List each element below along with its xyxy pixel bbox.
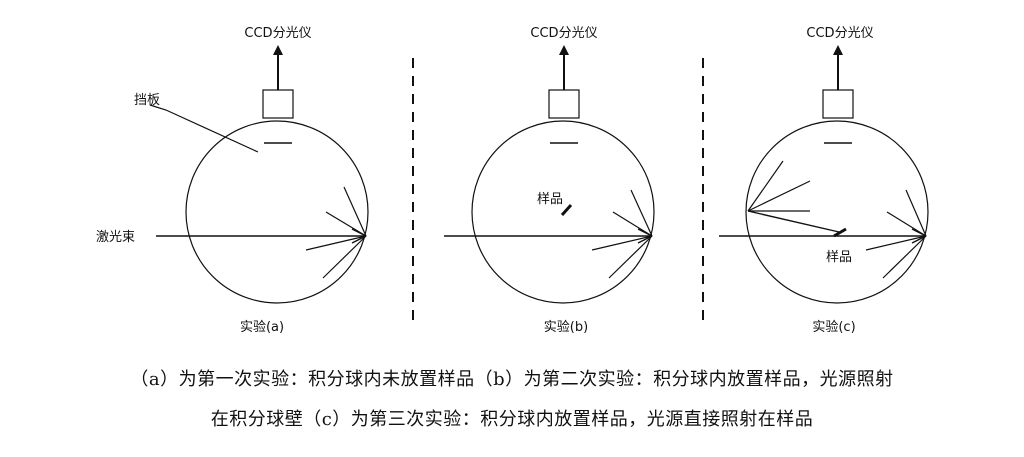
integrating-sphere — [745, 120, 929, 304]
panel-a — [149, 45, 369, 304]
scattered-ray — [905, 189, 927, 237]
scattered-ray — [747, 180, 811, 212]
integrating-sphere — [471, 120, 655, 304]
scattered-ray — [886, 211, 927, 237]
beam-arrow-lower — [637, 235, 653, 244]
panel-title-b: 实验(b) — [544, 319, 588, 335]
beam-arrow-lower — [351, 235, 367, 244]
beam-arrow-lower — [911, 235, 927, 244]
scattered-ray — [322, 235, 367, 279]
reflected-beam — [747, 210, 840, 233]
sample-label-b: 样品 — [537, 192, 563, 207]
sample — [833, 227, 847, 238]
scattered-ray — [305, 235, 367, 251]
scattered-ray — [882, 235, 927, 279]
integrating-sphere — [185, 120, 369, 304]
beam-label: 激光束 — [96, 230, 135, 245]
scattered-ray — [630, 189, 653, 237]
sample-label-c: 样品 — [826, 250, 852, 265]
detector-label-a: CCD分光仪 — [244, 26, 311, 41]
detector-port — [262, 89, 294, 119]
sample — [560, 203, 573, 217]
panel-title-c: 实验(c) — [812, 319, 855, 335]
scattered-ray — [343, 186, 367, 237]
scattered-ray — [612, 211, 653, 237]
baffle-leader — [149, 104, 259, 153]
panel-title-a: 实验(a) — [240, 319, 284, 335]
scattered-ray — [747, 160, 784, 212]
detector-label-c: CCD分光仪 — [806, 26, 873, 41]
figure-caption-line-1: （a）为第一次实验：积分球内未放置样品（b）为第二次实验：积分球内放置样品，光源… — [130, 369, 894, 390]
detector-label-b: CCD分光仪 — [530, 26, 597, 41]
scattered-ray — [608, 235, 653, 279]
scattered-ray — [865, 235, 927, 251]
scattered-ray — [591, 235, 653, 251]
panel-c — [719, 45, 929, 304]
scattered-ray — [325, 211, 367, 237]
figure-caption-line-2: 在积分球壁（c）为第三次实验：积分球内放置样品，光源直接照射在样品 — [210, 409, 814, 430]
panel-b — [444, 45, 655, 304]
detector-port — [548, 89, 580, 119]
detector-port — [822, 89, 854, 119]
baffle-label: 挡板 — [134, 93, 160, 108]
